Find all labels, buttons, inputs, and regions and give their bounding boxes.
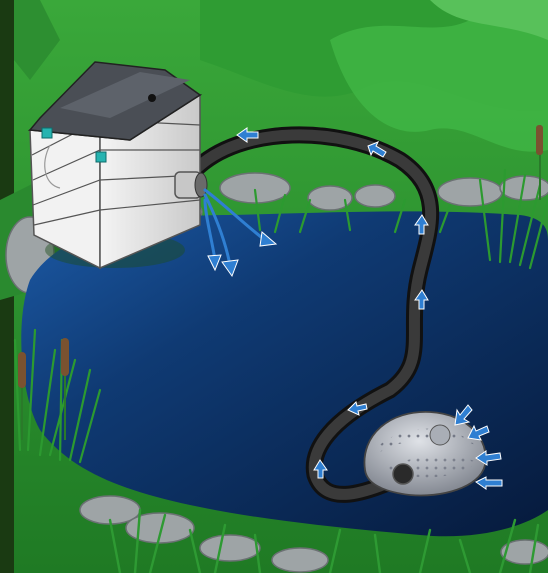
submersible-pump	[364, 412, 485, 496]
lid-button	[148, 94, 156, 102]
pump-outlet	[393, 464, 413, 484]
clip-right-icon	[96, 152, 106, 162]
outlet-nozzle	[175, 172, 207, 198]
clip-left-icon	[42, 128, 52, 138]
